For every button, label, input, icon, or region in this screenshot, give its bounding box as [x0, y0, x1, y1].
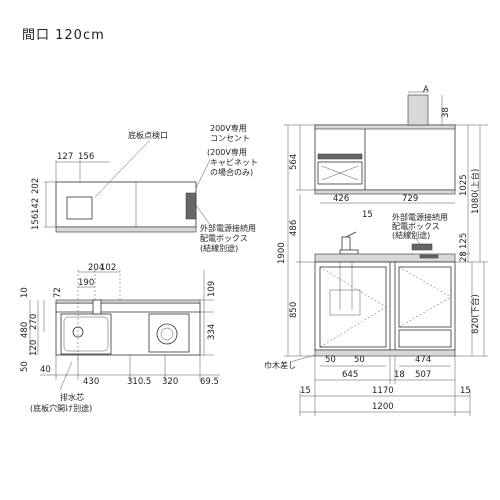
dim-15-left: 15: [300, 386, 311, 396]
dim-486: 486: [289, 220, 299, 236]
dim-507: 507: [415, 370, 431, 380]
front-elevation: [284, 91, 488, 416]
note-cabinet-200v-1: (200V専用: [207, 147, 247, 157]
dim-40: 40: [40, 365, 51, 375]
dim-72: 72: [53, 287, 63, 298]
dim-156-side: 156: [31, 214, 41, 230]
dim-202: 202: [31, 178, 41, 194]
note-bottom-inspection: 底板点検口: [128, 130, 168, 140]
note-ext-box-2: 配電ボックス: [200, 234, 248, 243]
dim-729: 729: [402, 194, 418, 204]
dish-rack-top: [317, 153, 363, 160]
dim-480: 480: [20, 322, 30, 338]
dim-850: 850: [289, 302, 299, 318]
note-ext-box-front-1: 外部電源接続用: [392, 212, 448, 222]
burner: [156, 323, 178, 345]
dim-102: 102: [100, 263, 116, 273]
note-ext-box-3: (結線別途): [200, 243, 238, 253]
dim-320: 320: [162, 377, 178, 387]
dim-1900: 1900: [277, 242, 287, 264]
note-toe-kick: 巾木差し: [264, 360, 296, 370]
dim-38: 38: [441, 107, 451, 118]
dim-190: 190: [78, 278, 94, 288]
note-outlet-200v-2: コンセント: [210, 134, 250, 143]
dim-1170: 1170: [372, 386, 394, 396]
note-ext-box-front-2: 配電ボックス: [392, 222, 440, 231]
dim-430: 430: [83, 377, 99, 387]
dim-69-5: 69.5: [200, 377, 219, 387]
sink-basin: [60, 313, 112, 355]
dim-50-a: 50: [325, 355, 336, 365]
note-outlet-200v-1: 200V専用: [210, 123, 247, 133]
dim-109: 109: [207, 281, 217, 297]
dim-125: 125: [459, 233, 469, 249]
dim-18: 18: [394, 370, 405, 380]
inspection-hole: [66, 196, 93, 220]
dim-564: 564: [289, 154, 299, 170]
dim-120: 120: [29, 340, 39, 356]
wall-cabinet-top-view: [44, 139, 211, 233]
cooktop: [148, 313, 190, 353]
dim-50: 50: [20, 361, 30, 372]
dim-50-b: 50: [354, 355, 365, 365]
dim-28: 28: [459, 251, 469, 262]
duct: [407, 94, 429, 126]
dim-1080: 1080(上台): [470, 169, 481, 214]
dim-15-right: 15: [460, 386, 471, 396]
dim-10: 10: [20, 287, 30, 298]
dim-645: 645: [342, 370, 358, 380]
dim-127: 127: [57, 152, 73, 162]
page-title: 間口 120cm: [22, 28, 105, 43]
power-box-top: [185, 192, 197, 220]
faucet: [92, 299, 102, 315]
dim-1025: 1025: [459, 174, 469, 196]
dim-270: 270: [29, 314, 39, 330]
dim-156-top: 156: [78, 152, 94, 162]
oven-box: [398, 266, 452, 328]
dim-a: A: [423, 85, 429, 95]
counter-plan-view: [29, 270, 220, 391]
dim-426: 426: [333, 194, 349, 204]
dim-310-5: 310.5: [127, 377, 151, 387]
note-drain-1: 排水芯: [60, 392, 84, 402]
note-cabinet-200v-3: の場合のみ): [210, 167, 253, 177]
dim-1200: 1200: [372, 402, 394, 412]
note-cabinet-200v-2: キャビネット: [210, 158, 258, 167]
note-drain-2: (底板穴開け別途): [30, 403, 92, 413]
note-ext-box-1: 外部電源接続用: [200, 223, 256, 233]
dim-142: 142: [31, 198, 41, 214]
dim-334: 334: [207, 324, 217, 340]
dim-204: 204: [88, 263, 104, 273]
dim-15-mid: 15: [362, 210, 373, 220]
dim-474: 474: [415, 355, 431, 365]
dim-820: 820(下台): [470, 294, 481, 334]
note-ext-box-front-3: (結線別途): [392, 230, 430, 240]
